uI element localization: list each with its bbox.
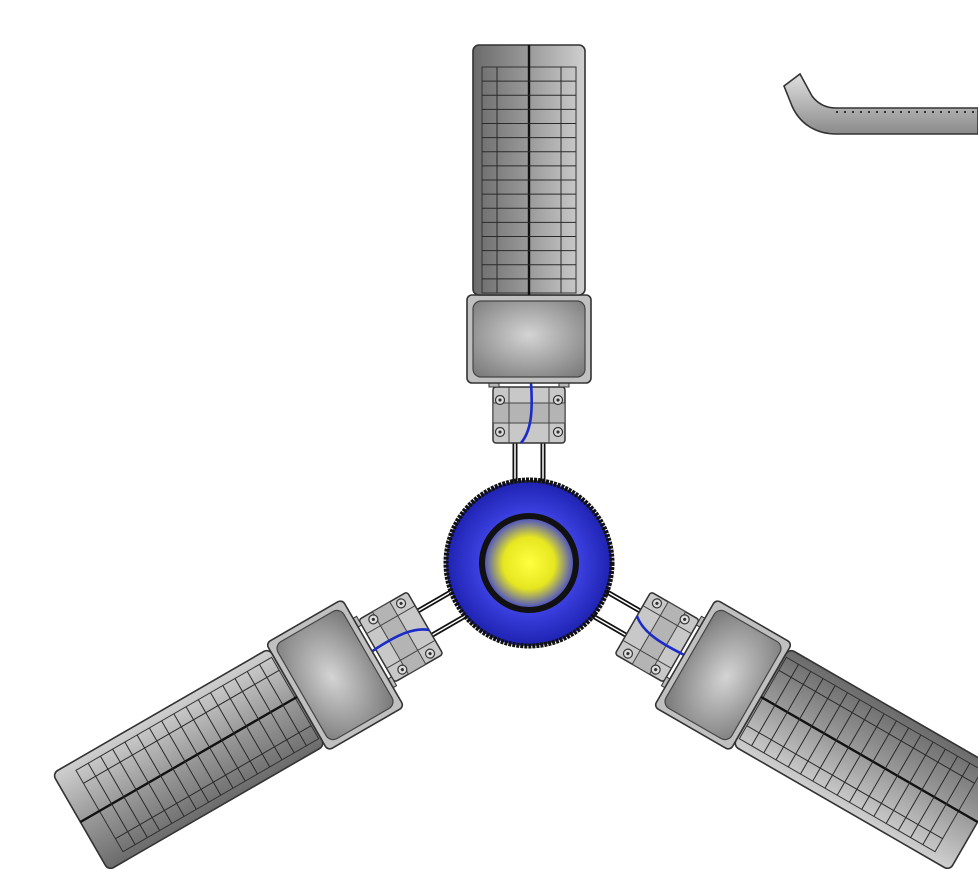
arm-left xyxy=(49,539,508,869)
hook-shape xyxy=(783,72,978,135)
hub xyxy=(443,477,615,649)
arm-top xyxy=(467,45,591,503)
arm-right xyxy=(550,539,978,869)
